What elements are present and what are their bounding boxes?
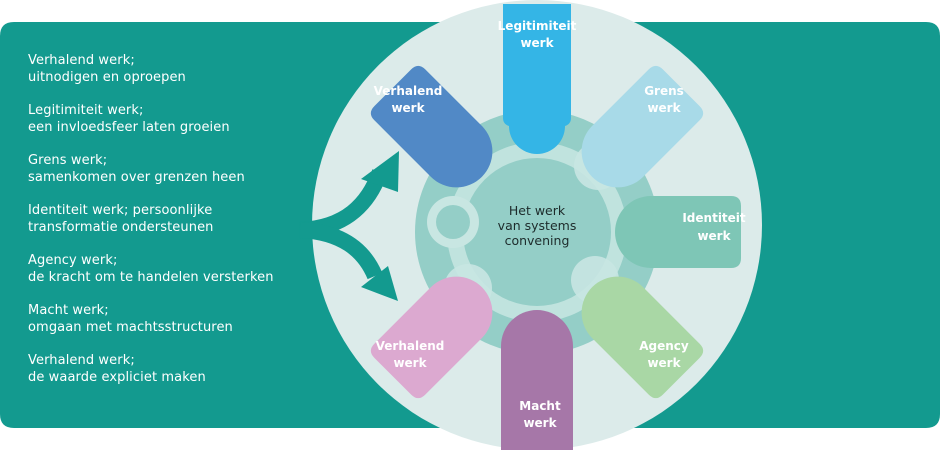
piece-macht bbox=[501, 310, 573, 450]
joint-left-center bbox=[436, 205, 470, 239]
arrow-down-head bbox=[361, 266, 398, 301]
piece-macht-line1: Macht bbox=[519, 399, 561, 413]
hub-inner bbox=[475, 170, 599, 294]
piece-legitimiteit: Legitimiteit werk bbox=[498, 4, 577, 154]
list-item: Verhalend werk; de waarde expliciet make… bbox=[28, 352, 303, 386]
list-item: Agency werk; de kracht om te handelen ve… bbox=[28, 252, 303, 286]
list-item-title: Macht werk; bbox=[28, 303, 109, 318]
piece-verhalend-bottom bbox=[370, 276, 493, 399]
list-item-description: een invloedsfeer laten groeien bbox=[28, 120, 230, 135]
piece-agency bbox=[581, 276, 704, 399]
arrow-down-shaft bbox=[299, 222, 383, 280]
list-item-description: omgaan met machtsstructuren bbox=[28, 320, 233, 335]
work-types-list: Verhalend werk; uitnodigen en oproepen L… bbox=[28, 52, 303, 402]
list-item-title: Verhalend werk; bbox=[28, 353, 135, 368]
piece-grens-line1: Grens bbox=[644, 84, 684, 98]
list-item-description: transformatie ondersteunen bbox=[28, 220, 214, 235]
list-item-description: de kracht om te handelen versterken bbox=[28, 270, 274, 285]
piece-verhalend-top bbox=[370, 65, 493, 188]
piece-macht-line2: werk bbox=[523, 416, 557, 430]
piece-identiteit-shape bbox=[615, 196, 741, 268]
piece-identiteit-line1: Identiteit bbox=[682, 211, 746, 225]
piece-agency-line2: werk bbox=[647, 356, 681, 370]
list-item: Legitimiteit werk; een invloedsfeer late… bbox=[28, 102, 303, 136]
center-title-line2: van systems bbox=[498, 218, 577, 233]
list-item-description: uitnodigen en oproepen bbox=[28, 70, 186, 85]
list-item-title: Legitimiteit werk; bbox=[28, 103, 144, 118]
arrow-up-head bbox=[361, 151, 399, 192]
center-title-line1: Het werk bbox=[509, 203, 566, 218]
piece-legitimiteit-line1: Legitimiteit bbox=[498, 19, 577, 33]
list-item: Grens werk; samenkomen over grenzen heen bbox=[28, 152, 303, 186]
piece-grens bbox=[581, 65, 704, 188]
list-item: Verhalend werk; uitnodigen en oproepen bbox=[28, 52, 303, 86]
piece-legitimiteit-line2: werk bbox=[520, 36, 554, 50]
list-item-title: Verhalend werk; bbox=[28, 53, 135, 68]
list-item: Macht werk; omgaan met machtsstructuren bbox=[28, 302, 303, 336]
list-item-title: Identiteit werk; persoonlijke bbox=[28, 203, 213, 218]
piece-agency-line1: Agency bbox=[639, 339, 689, 353]
list-item-description: samenkomen over grenzen heen bbox=[28, 170, 245, 185]
piece-verhalend-bottom-line2: werk bbox=[393, 356, 427, 370]
piece-verhalend-top-shape bbox=[370, 65, 493, 188]
piece-verhalend-bottom-shape bbox=[370, 276, 493, 399]
piece-verhalend-top-line2: werk bbox=[391, 101, 425, 115]
list-item-title: Grens werk; bbox=[28, 153, 108, 168]
center-title-line3: convening bbox=[505, 233, 570, 248]
piece-macht-shape bbox=[501, 310, 573, 450]
piece-verhalend-bottom-line1: Verhalend bbox=[376, 339, 445, 353]
piece-agency-shape bbox=[581, 276, 704, 399]
list-item-title: Agency werk; bbox=[28, 253, 118, 268]
list-item-description: de waarde expliciet maken bbox=[28, 370, 206, 385]
piece-identiteit-line2: werk bbox=[697, 229, 731, 243]
piece-legitimiteit-shape bbox=[503, 4, 571, 154]
piece-grens-shape bbox=[581, 65, 704, 188]
piece-identiteit bbox=[615, 196, 741, 268]
piece-grens-line2: werk bbox=[647, 101, 681, 115]
list-item: Identiteit werk; persoonlijke transforma… bbox=[28, 202, 303, 236]
piece-verhalend-top-line1: Verhalend bbox=[374, 84, 443, 98]
